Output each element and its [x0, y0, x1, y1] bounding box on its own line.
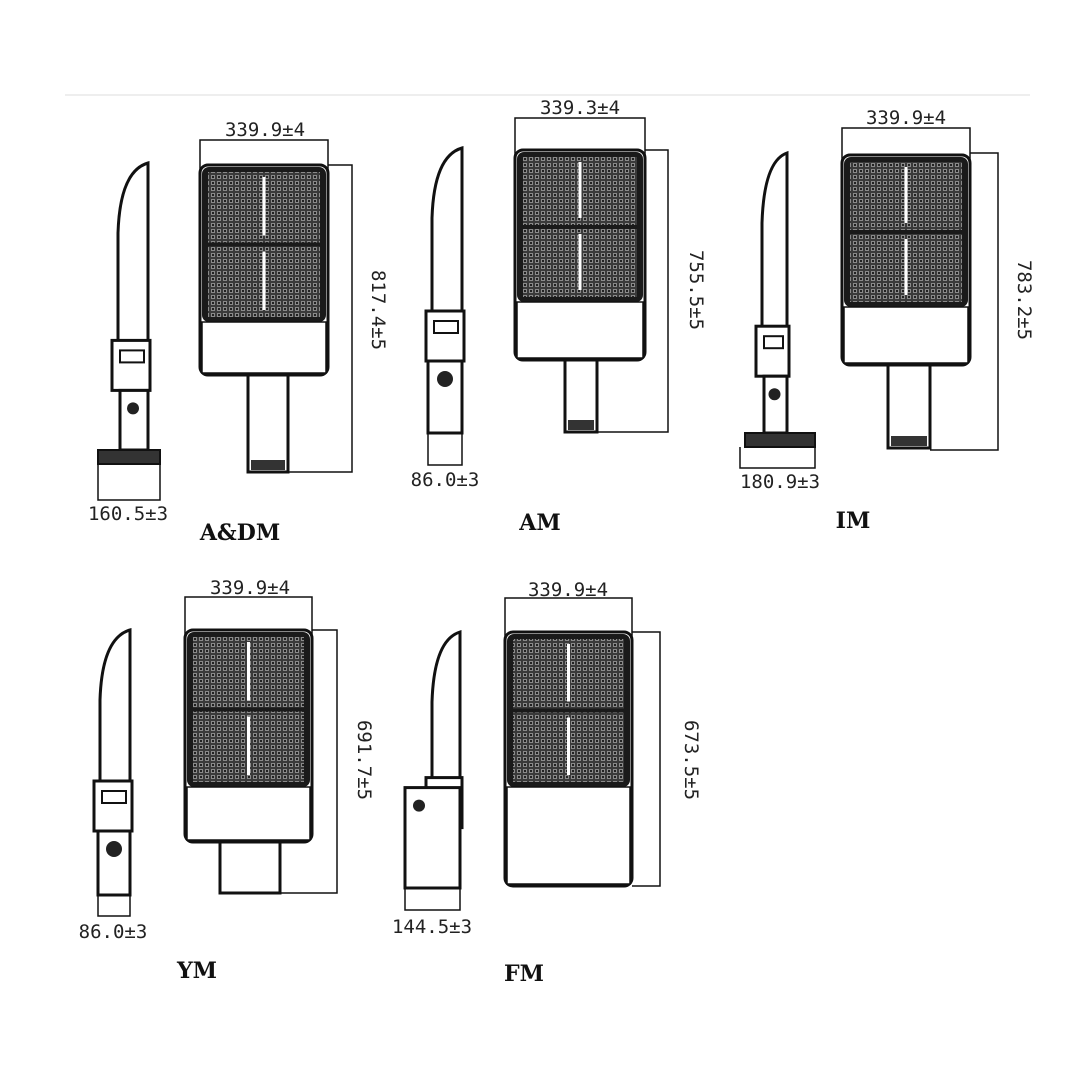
depth-dimension-line [739, 447, 816, 469]
side-driver [92, 779, 134, 833]
pivot-bolt [437, 371, 453, 387]
side-detail [101, 790, 127, 804]
model-name: YM [176, 958, 217, 984]
model-name: AM [518, 510, 560, 536]
depth-label: 160.5±3 [88, 503, 168, 525]
mount-arm-front [246, 373, 290, 474]
side-mount [96, 829, 132, 897]
depth-label: 86.0±3 [79, 921, 148, 943]
side-mount [118, 388, 150, 452]
width-dimension-line [514, 117, 646, 160]
side-detail [763, 335, 784, 350]
mount-arm-front [886, 363, 932, 450]
height-label: 817.4±5 [367, 270, 389, 350]
width-label: 339.9±4 [528, 579, 608, 601]
pivot-bolt [768, 388, 781, 401]
width-label: 339.9±4 [210, 577, 290, 599]
model-name: IM [836, 508, 871, 534]
base-plate [97, 449, 161, 465]
mount-clamp [568, 420, 594, 430]
side-driver [754, 324, 791, 378]
side-profile [98, 628, 132, 791]
driver-box [506, 786, 631, 885]
width-dimension-line [184, 596, 313, 640]
luminaire-5: 339.9±4 673.5±5 144.5±3FM [392, 579, 702, 987]
luminaire-1: 339.9±4 817.4±5 160.5±3A&DM [88, 119, 389, 546]
width-label: 339.9±4 [866, 107, 946, 129]
side-profile [760, 150, 789, 336]
luminaire-3: 339.9±4 783.2±5 180.9±3IM [739, 107, 1035, 534]
driver-box [201, 321, 327, 374]
driver-box [516, 301, 644, 359]
driver-box [843, 306, 969, 364]
depth-label: 86.0±3 [411, 469, 480, 491]
width-label: 339.9±4 [225, 119, 305, 141]
side-driver [424, 309, 466, 363]
height-label: 691.7±5 [353, 720, 375, 800]
depth-dimension-line [97, 464, 161, 501]
side-detail [433, 320, 459, 334]
luminaire-2: 339.3±4 755.5±5 86.0±3AM [411, 97, 707, 536]
depth-label: 180.9±3 [740, 471, 820, 493]
depth-label: 144.5±3 [392, 916, 472, 938]
side-profile [430, 629, 462, 788]
height-label: 673.5±5 [680, 720, 702, 800]
height-dimension-line [280, 629, 338, 894]
pivot-bolt [106, 841, 122, 857]
side-profile [116, 161, 150, 350]
mount-clamp [891, 436, 927, 446]
height-dimension-line [288, 164, 353, 473]
side-detail [119, 349, 145, 364]
mount-clamp [251, 460, 285, 470]
depth-dimension-line [427, 425, 463, 466]
height-dimension-line [597, 149, 669, 433]
pivot-bolt [413, 799, 425, 812]
model-name: A&DM [199, 520, 280, 546]
luminaire-4: 339.9±4 691.7±5 86.0±3YM [79, 577, 375, 984]
base-plate [744, 432, 816, 448]
width-label: 339.3±4 [540, 97, 620, 119]
height-label: 783.2±5 [1013, 260, 1035, 340]
height-dimension-line [930, 152, 999, 451]
depth-dimension-line [404, 880, 461, 911]
driver-box [186, 786, 311, 841]
side-mount [762, 374, 789, 435]
side-mount [403, 786, 462, 890]
height-label: 755.5±5 [685, 250, 707, 330]
side-profile [430, 146, 464, 321]
width-dimension-line [504, 597, 633, 642]
model-name: FM [504, 961, 544, 987]
width-dimension-line [841, 127, 971, 165]
width-dimension-line [199, 139, 329, 175]
pivot-bolt [127, 402, 139, 415]
depth-dimension-line [97, 887, 131, 917]
height-dimension-line [632, 631, 661, 887]
mount-arm-front [218, 840, 282, 895]
side-driver [110, 338, 152, 392]
